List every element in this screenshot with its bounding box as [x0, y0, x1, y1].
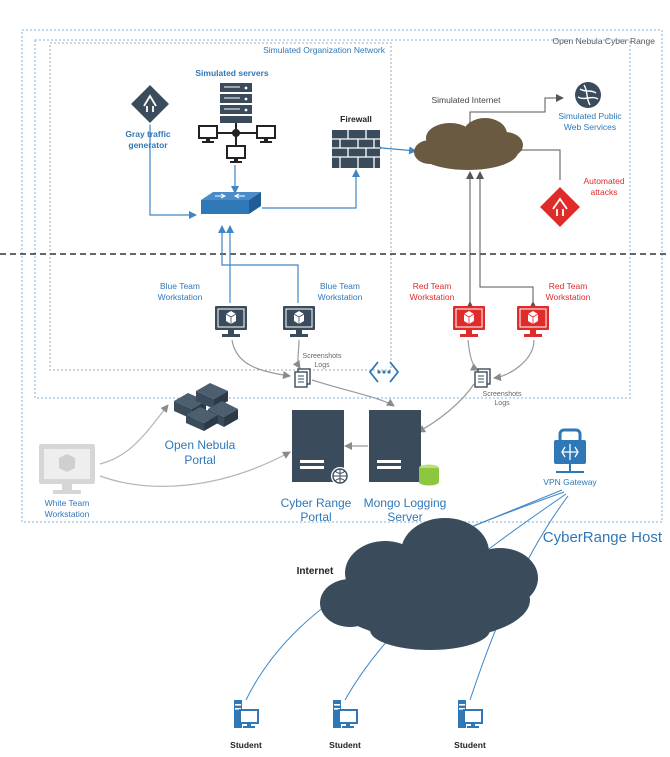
public-web-label-1: Simulated Public [558, 111, 622, 121]
student-1-icon [233, 699, 259, 729]
cyber-range-portal-icon [292, 410, 349, 485]
public-web-label-2: Web Services [564, 122, 616, 132]
red-ws-left-label-2: Workstation [410, 292, 455, 302]
server-client-bottom-icon [226, 145, 246, 164]
cloud-to-attacks-link [515, 146, 561, 180]
red-team-workstation-right-icon [516, 305, 550, 338]
student-1-label: Student [230, 740, 262, 750]
automated-attacks-icon [537, 184, 583, 230]
white-ws-label-1: White Team [45, 498, 90, 508]
switch-to-firewall-link [262, 169, 360, 209]
network-switch-icon [201, 192, 261, 214]
red-team-workstation-left-icon [452, 305, 486, 338]
firewall-icon [332, 130, 380, 168]
server-client-right-icon [256, 125, 276, 144]
blue-ws-right-to-switch-link [218, 225, 299, 303]
left-logs-stack-icon [294, 368, 311, 388]
blue-ws-left-label-2: Workstation [158, 292, 203, 302]
right-logs-to-mongo-link [417, 383, 475, 433]
red-ws-left-to-logs-link [467, 339, 479, 371]
server-client-left-icon [198, 125, 218, 144]
open-nebula-portal-icon [174, 383, 238, 431]
internet-label: Internet [297, 566, 334, 577]
blue-ws-left-to-logs-link [231, 339, 291, 379]
white-ws-to-portal-link [99, 451, 291, 487]
cr-portal-label-2: Portal [300, 510, 331, 524]
student-2-icon [332, 699, 358, 729]
internet-cloud-icon [320, 518, 538, 650]
mongo-label-2: Server [387, 510, 422, 524]
right-logs-stack-icon [474, 368, 491, 388]
cyberrange-host-label: CyberRange Host [543, 529, 663, 546]
blue-ws-right-label-2: Workstation [318, 292, 363, 302]
cyber-range-title: Open Nebula Cyber Range [552, 36, 655, 46]
vpn-gateway-icon [554, 428, 586, 473]
right-logs-label: Logs [494, 400, 510, 407]
org-network-frame [49, 42, 392, 371]
mongo-label-1: Mongo Logging [364, 496, 447, 510]
range-inner-frame [34, 39, 631, 399]
left-logs-to-mongo-link [311, 379, 395, 407]
gray-traffic-to-switch-link [149, 123, 197, 219]
blue-team-workstation-right-icon [282, 305, 316, 338]
blue-ws-right-label-1: Blue Team [320, 281, 360, 291]
left-screenshots-label: Screenshots [303, 353, 342, 360]
white-ws-label-2: Workstation [45, 509, 90, 519]
cyber-range-frame [21, 29, 663, 523]
student-3-label: Student [454, 740, 486, 750]
virtual-network-icon [368, 361, 400, 383]
red-ws-right-label-1: Red Team [549, 281, 588, 291]
blue-ws-right-to-logs-link [292, 339, 301, 369]
cloud-to-internet-label-link [469, 94, 564, 125]
student-3-icon [457, 699, 483, 729]
public-web-services-icon [575, 82, 601, 108]
gray-traffic-label-2: generator [128, 140, 168, 150]
firewall-label: Firewall [340, 114, 372, 124]
blue-team-workstation-left-icon [214, 305, 248, 338]
right-screenshots-label: Screenshots [483, 391, 522, 398]
auto-attacks-label-1: Automated [583, 176, 624, 186]
red-ws-right-to-cloud-link [476, 171, 537, 309]
red-ws-right-to-logs-link [493, 339, 535, 382]
white-ws-to-nebula-link [99, 404, 169, 465]
org-network-label: Simulated Organization Network [263, 45, 386, 55]
mongo-logging-server-icon [369, 410, 439, 486]
sim-internet-cloud-icon [414, 118, 523, 170]
gray-traffic-generator-icon [128, 82, 172, 126]
gray-traffic-label-1: Gray traffic [125, 129, 171, 139]
auto-attacks-label-2: attacks [591, 187, 618, 197]
open-nebula-label-1: Open Nebula [165, 438, 236, 452]
sim-servers-label: Simulated servers [195, 68, 269, 78]
left-logs-label: Logs [314, 362, 330, 369]
firewall-to-cloud-link [374, 143, 417, 155]
cr-portal-label-1: Cyber Range [281, 496, 352, 510]
server-rack-icon [220, 83, 252, 123]
open-nebula-label-2: Portal [184, 453, 215, 467]
red-ws-right-label-2: Workstation [546, 292, 591, 302]
blue-ws-left-label-1: Blue Team [160, 281, 200, 291]
white-team-workstation-icon [39, 444, 95, 494]
sim-internet-label: Simulated Internet [432, 95, 502, 105]
red-ws-left-label-1: Red Team [413, 281, 452, 291]
student-2-label: Student [329, 740, 361, 750]
vpn-gateway-label: VPN Gateway [543, 477, 597, 487]
